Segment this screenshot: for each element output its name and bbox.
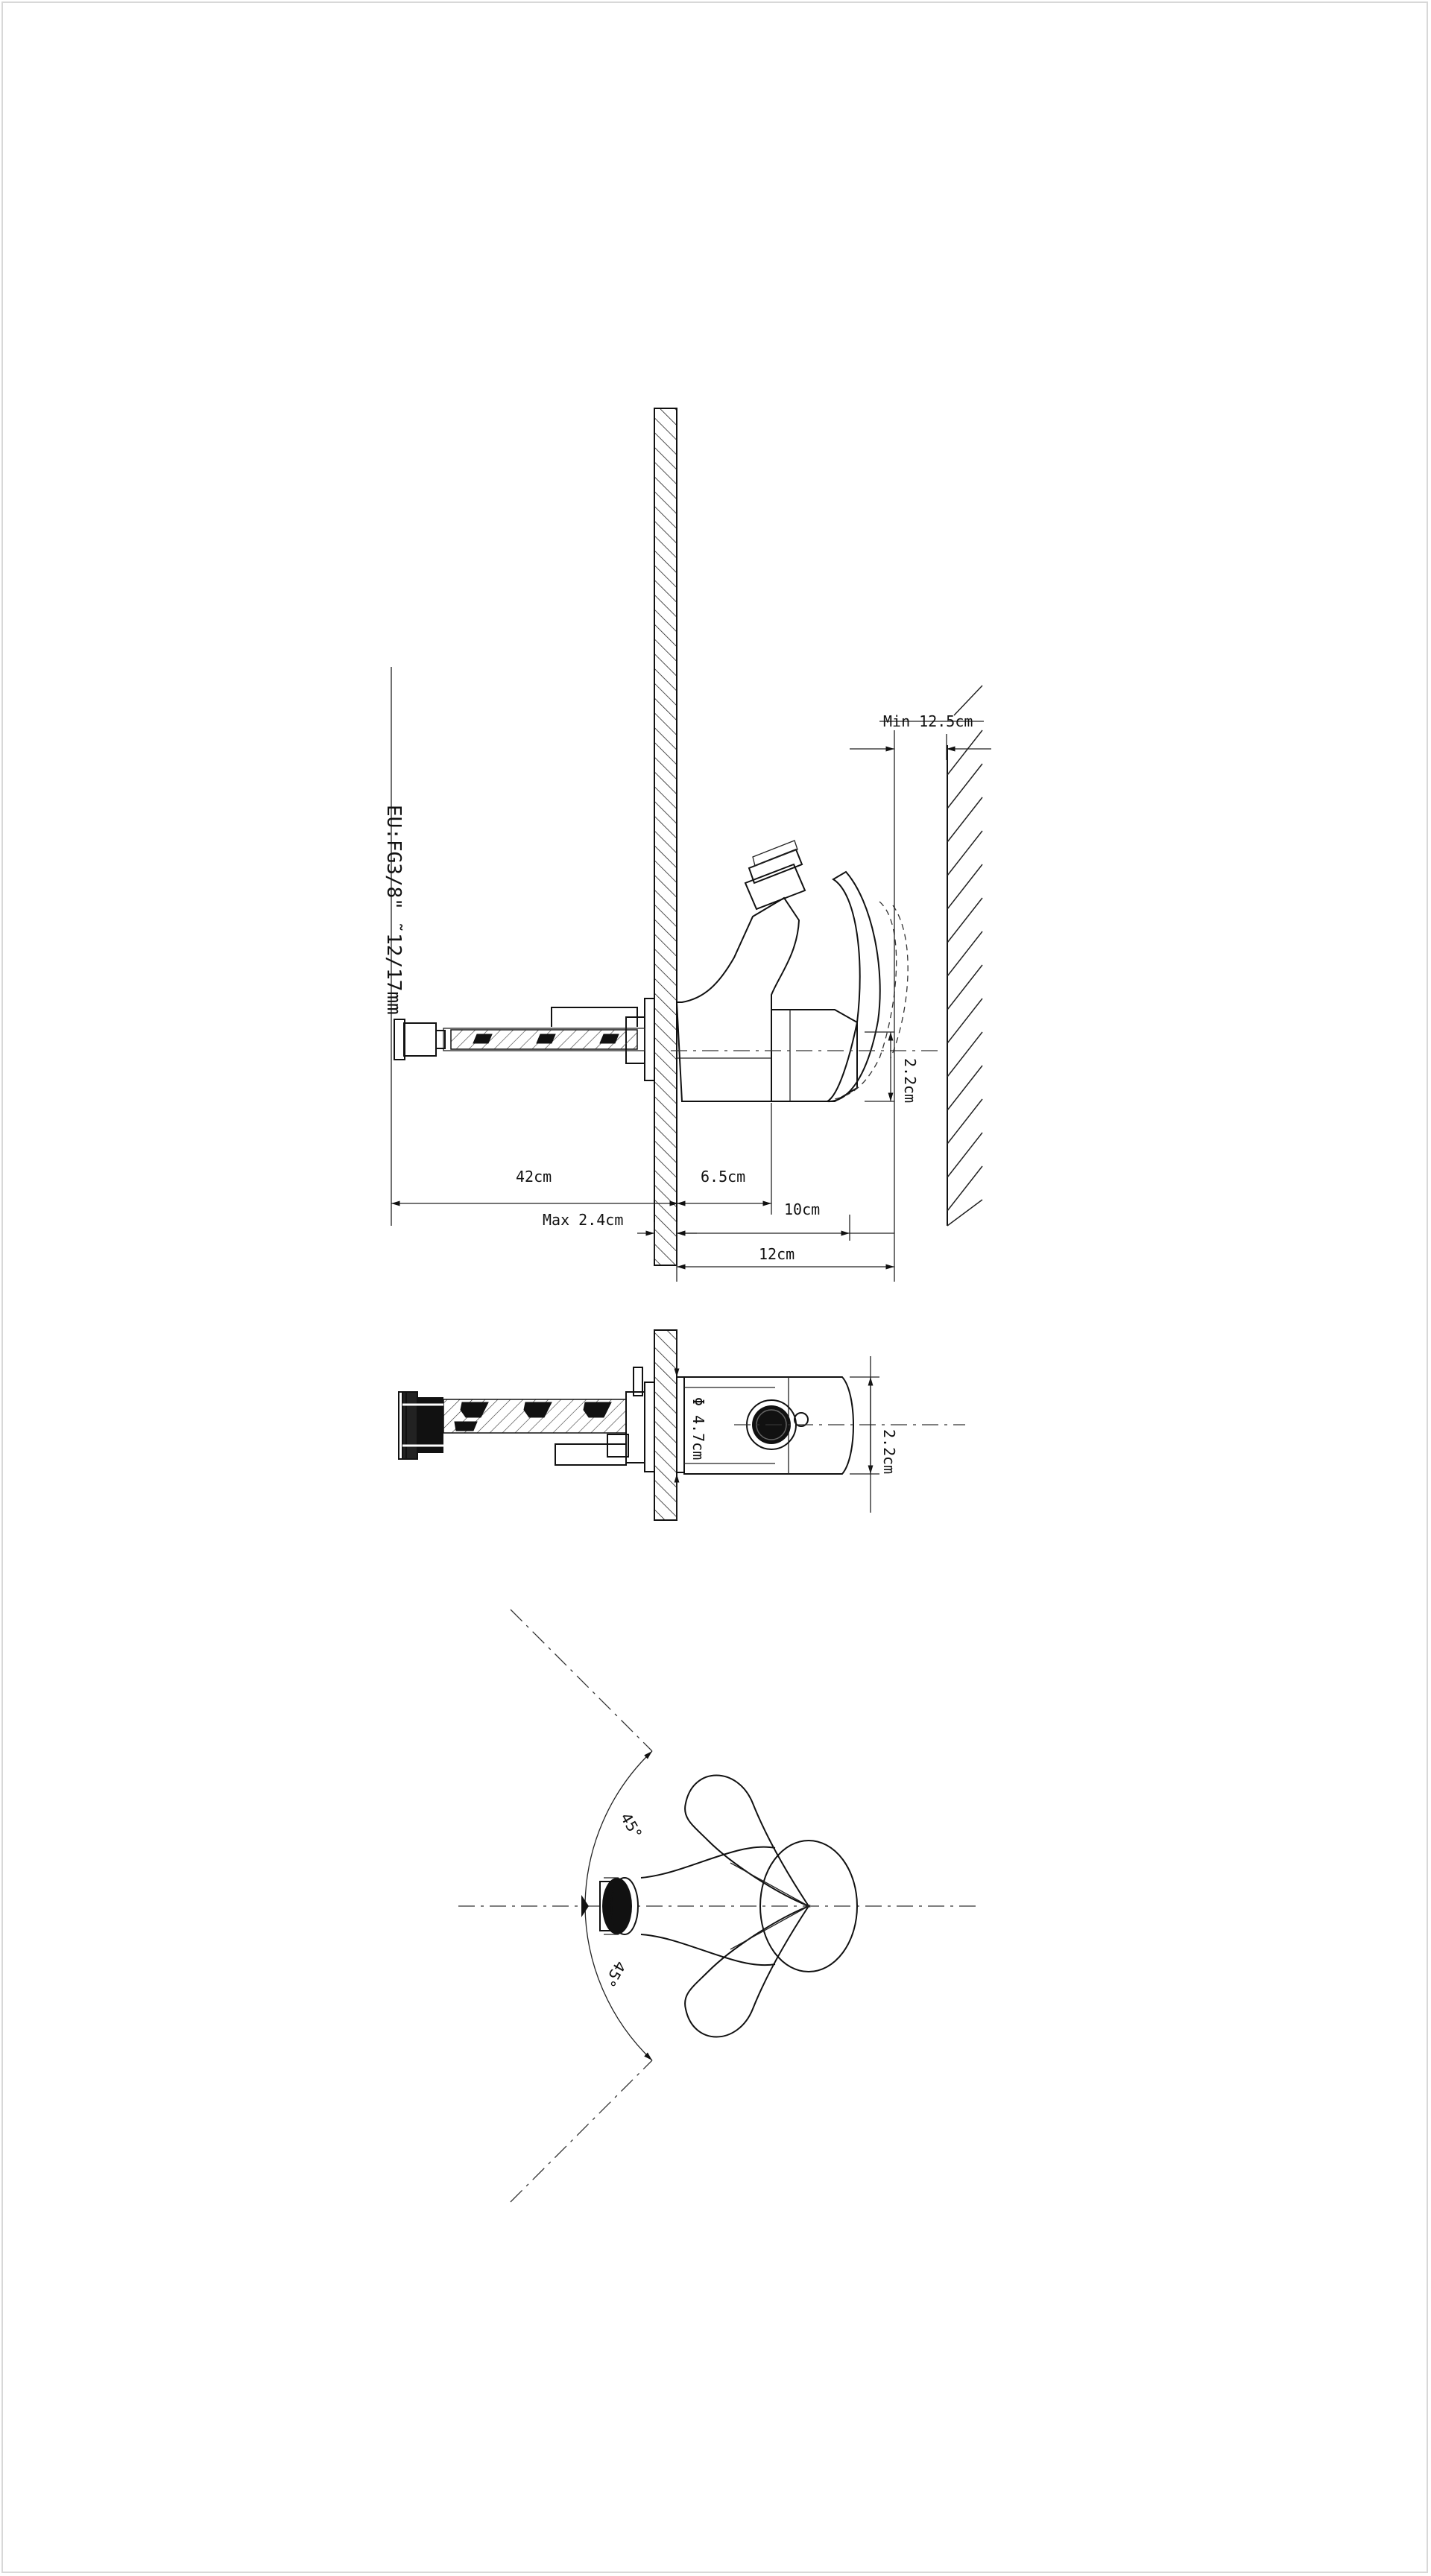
lower-angle-label: 45° — [601, 1958, 630, 1990]
faucet-body — [675, 840, 909, 1103]
countertop-section — [654, 408, 677, 1266]
spout-reach-dimension: 10cm — [784, 1200, 820, 1218]
side-view-dimensions — [391, 721, 991, 1282]
connection-note: EU:FG3/8" ˜12/17mm — [382, 805, 405, 1015]
overall-depth-dimension: 12cm — [759, 1245, 795, 1263]
rear-wall — [947, 685, 983, 1227]
connection-nut — [398, 1391, 443, 1460]
base-to-handle-dimension: 6.5cm — [701, 1168, 745, 1186]
top-view: 45° 45° — [458, 1609, 980, 2203]
front-view: Φ 4.7cm 2.2cm — [398, 1329, 965, 1521]
clearance-dimension: Min 12.5cm — [883, 712, 973, 730]
top-body — [640, 1774, 858, 2038]
hose-length-dimension: 42cm — [516, 1168, 552, 1186]
diameter-dimension: Φ 4.7cm — [689, 1397, 707, 1460]
front-height-dimension: 2.2cm — [880, 1429, 898, 1474]
mounting-assembly — [394, 998, 655, 1081]
max-thickness-dimension: Max 2.4cm — [543, 1211, 623, 1229]
spout-aerator — [744, 840, 806, 911]
front-countertop-section — [654, 1329, 677, 1521]
upper-angle-label: 45° — [617, 1810, 646, 1842]
side-view: EU:FG3/8" ˜12/17mm Min 12.5cm 2.2cm 42cm… — [382, 408, 991, 1282]
top-aerator — [599, 1877, 639, 1935]
handle-height-dimension: 2.2cm — [901, 1058, 919, 1103]
